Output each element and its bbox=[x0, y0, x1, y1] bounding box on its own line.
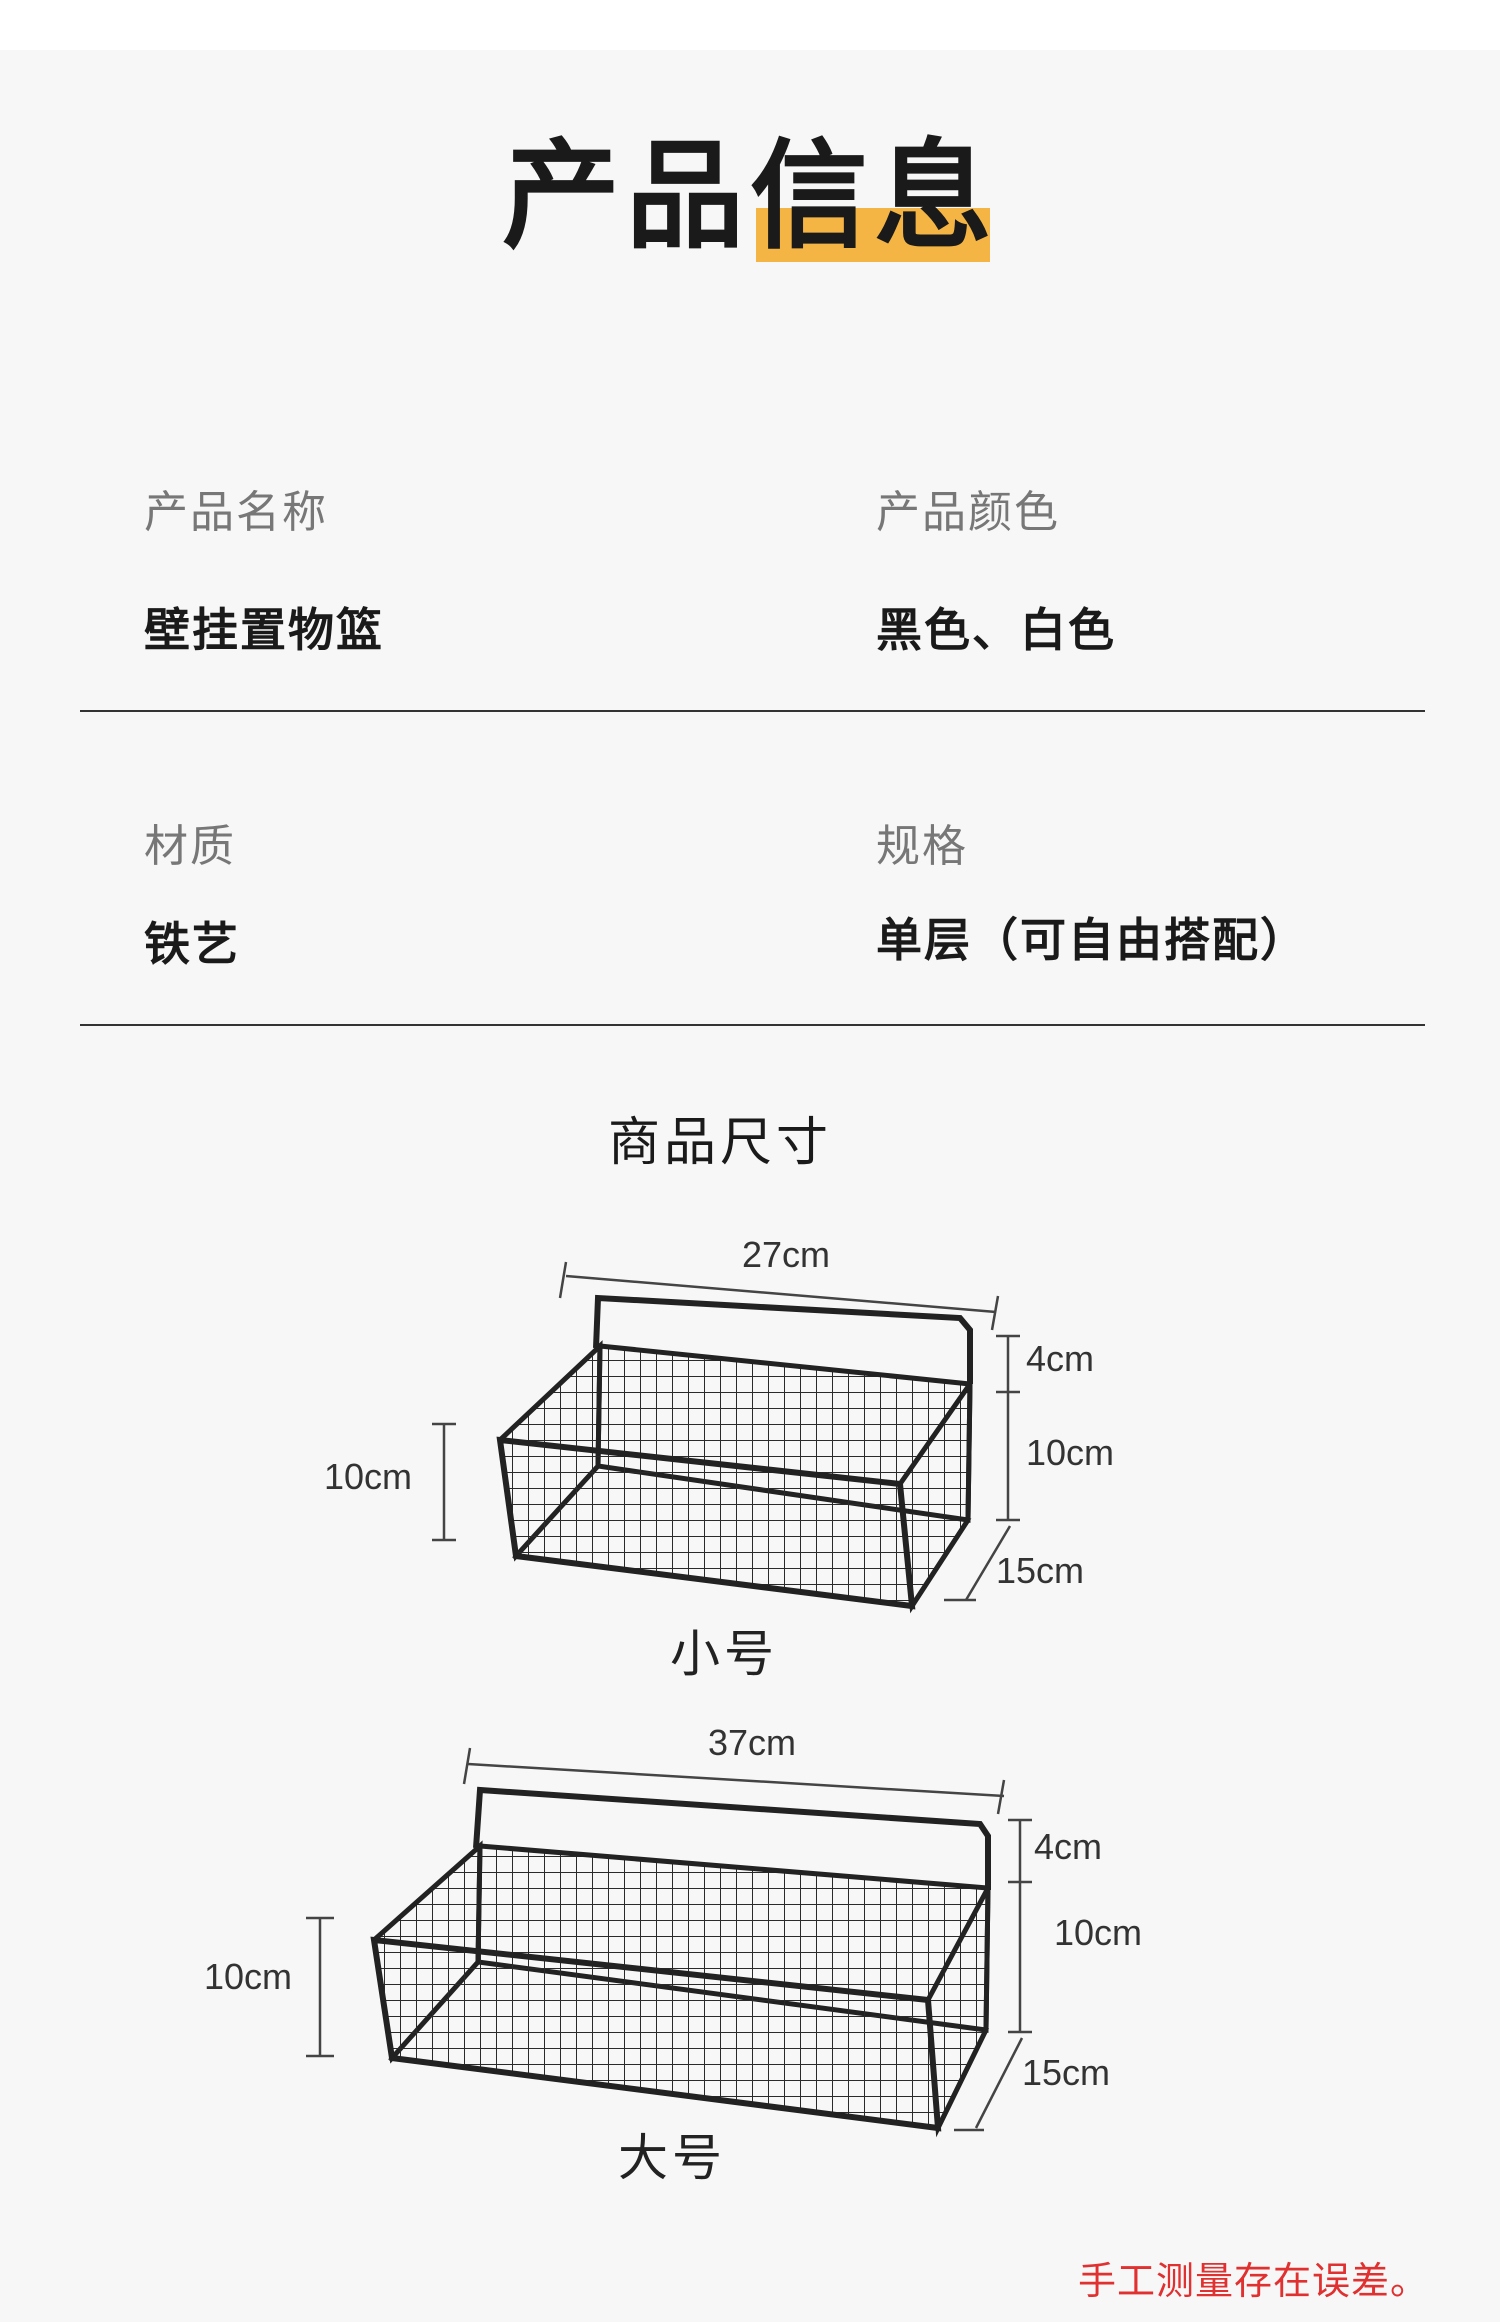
size-section-title: 商品尺寸 bbox=[607, 1113, 832, 1173]
divider bbox=[80, 1024, 1425, 1026]
small-depth-label: 15cm bbox=[996, 1550, 1085, 1591]
product-color-value: 黑色、白色 bbox=[876, 603, 1116, 657]
material-label: 材质 bbox=[144, 821, 236, 872]
page-title: 产品信息 bbox=[501, 127, 998, 265]
small-side-height-label: 10cm bbox=[1026, 1432, 1115, 1473]
large-side-height-label: 10cm bbox=[1054, 1912, 1143, 1953]
large-size-caption: 大号 bbox=[618, 2129, 726, 2187]
large-depth-label: 15cm bbox=[1022, 2052, 1111, 2093]
spec-label: 规格 bbox=[876, 821, 968, 872]
small-size-caption: 小号 bbox=[670, 1625, 778, 1683]
product-name-label: 产品名称 bbox=[144, 487, 328, 538]
top-strip bbox=[0, 0, 1500, 50]
large-body-height-label: 10cm bbox=[204, 1956, 293, 1997]
product-name-value: 壁挂置物篮 bbox=[144, 603, 384, 657]
title-highlight-bar bbox=[756, 208, 990, 262]
small-body-height-label: 10cm bbox=[324, 1456, 413, 1497]
small-handle-height-label: 4cm bbox=[1026, 1338, 1095, 1379]
large-handle-height-label: 4cm bbox=[1034, 1826, 1103, 1867]
small-width-label: 27cm bbox=[742, 1234, 831, 1275]
small-basket-icon bbox=[432, 1261, 1020, 1614]
large-basket-icon bbox=[306, 1747, 1032, 2138]
spec-value: 单层（可自由搭配） bbox=[876, 913, 1308, 967]
title-block: 产品信息 bbox=[0, 0, 1500, 300]
large-width-label: 37cm bbox=[708, 1722, 797, 1763]
measurement-footnote: 手工测量存在误差。 bbox=[1078, 2259, 1430, 2303]
divider bbox=[80, 710, 1425, 712]
material-value: 铁艺 bbox=[144, 917, 240, 971]
product-color-label: 产品颜色 bbox=[876, 487, 1060, 538]
